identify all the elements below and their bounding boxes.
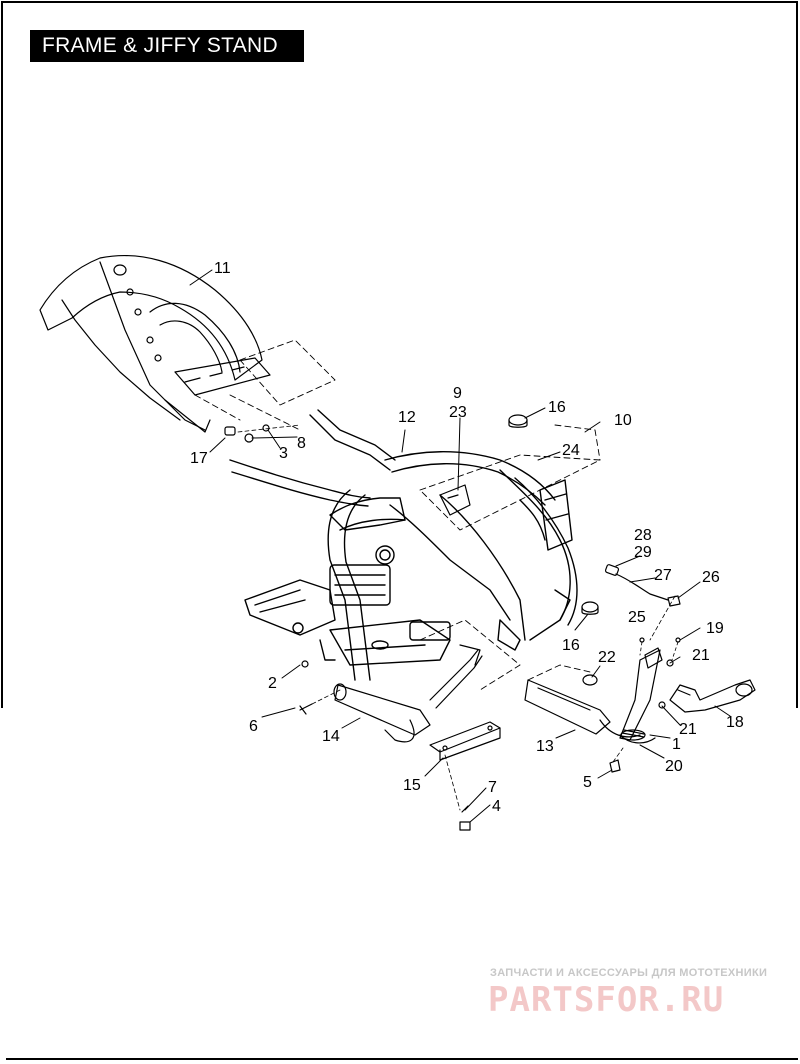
rear-fender-part [39,255,271,433]
callout-25: 25 [628,609,646,626]
callout-14: 14 [322,728,340,745]
callout-labels: 11 9 23 16 10 12 24 17 3 8 28 29 27 26 1… [190,260,744,815]
callout-27: 27 [654,567,672,584]
clip-21b [658,701,666,709]
border-gap-right [783,708,800,1058]
clip-21a [666,659,674,667]
border-gap-left [0,708,6,1064]
jiffy-stand-plate-part [429,721,501,761]
fender-hardware [224,424,301,443]
main-frame-part [229,409,578,681]
washer-2 [301,660,309,668]
right-footrest-mount-part [524,679,641,738]
callout-22: 22 [598,649,616,666]
callout-10: 10 [614,412,632,429]
callout-16-bottom: 16 [562,637,580,654]
watermark-tagline: ЗАПЧАСТИ И АКСЕССУАРЫ ДЛЯ МОТОТЕХНИКИ [490,967,768,979]
bolt-6 [299,703,313,715]
callout-4: 4 [492,798,501,815]
left-footrest-mount-part [333,644,483,743]
callout-6: 6 [249,718,258,735]
brake-pedal-part [669,679,756,713]
bolt-5 [609,759,621,773]
callout-12: 12 [398,409,416,426]
callout-21-upper: 21 [692,647,710,664]
callout-18: 18 [726,714,744,731]
callout-29: 29 [634,544,652,561]
frame-plug-16b [581,601,599,613]
watermark-logo: PARTSFOR.RU [488,980,725,1020]
callout-20: 20 [665,758,683,775]
callout-15: 15 [403,777,421,794]
callout-16-top: 16 [548,399,566,416]
callout-26: 26 [702,569,720,586]
callout-24: 24 [562,442,580,459]
callout-5: 5 [583,774,592,791]
callout-1: 1 [672,736,681,753]
callout-2: 2 [268,675,277,692]
frame-plug-16a [508,414,528,426]
callout-28: 28 [634,527,652,544]
pin-19 [675,637,681,643]
diagram-title: FRAME & JIFFY STAND [30,30,304,62]
callout-21-lower: 21 [679,721,697,738]
pin-25 [639,637,645,643]
jiffy-stand-part [619,647,663,744]
callout-23: 23 [449,404,467,421]
callout-17: 17 [190,450,208,467]
callout-11: 11 [214,260,231,277]
callout-leaders [189,269,731,823]
callout-13: 13 [536,738,554,755]
bushing-22 [582,674,598,686]
center-bracket-part [439,484,471,516]
callout-7: 7 [488,779,497,796]
callout-3: 3 [279,445,288,462]
callout-9: 9 [453,385,462,402]
bolt-4 [459,805,471,831]
callout-8: 8 [297,435,306,452]
callout-19: 19 [706,620,724,637]
